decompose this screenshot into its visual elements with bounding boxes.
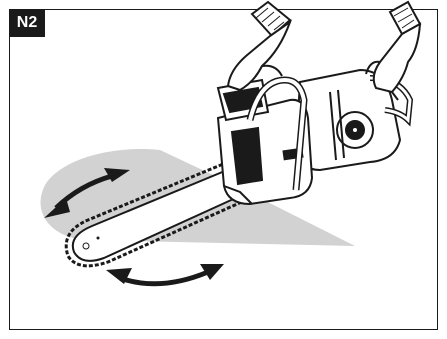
figure-frame bbox=[9, 9, 438, 330]
rotation-arrow-lower bbox=[106, 264, 224, 287]
right-glove-icon bbox=[365, 0, 422, 101]
figure-label: N2 bbox=[9, 9, 45, 37]
saw-chain bbox=[64, 160, 247, 268]
rotation-arrow-upper bbox=[44, 168, 130, 218]
left-glove-icon bbox=[226, 0, 292, 92]
chainsaw-icon bbox=[216, 68, 414, 206]
guide-bar bbox=[71, 166, 242, 262]
